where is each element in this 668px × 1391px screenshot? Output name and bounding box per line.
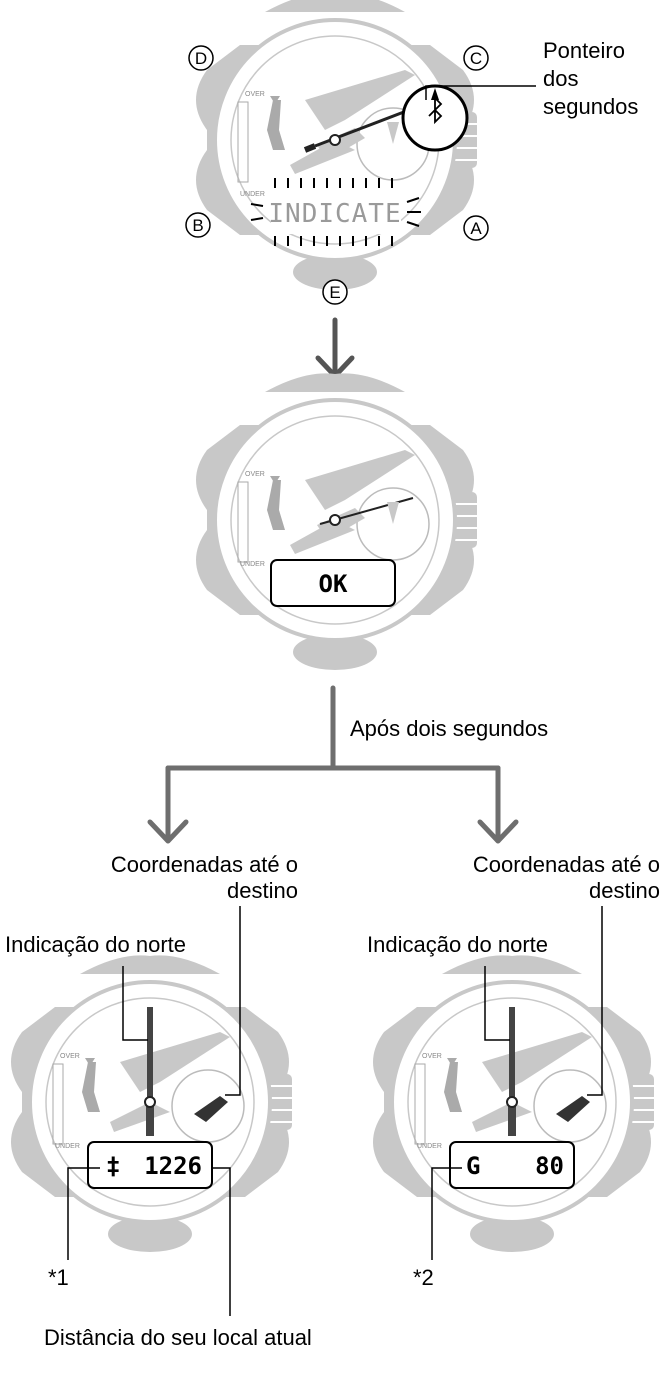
- dial-under: UNDER: [240, 191, 265, 198]
- north-leader-left: [122, 966, 148, 1041]
- coords-leader-left: [225, 906, 241, 1096]
- second-hand-leader: [425, 85, 536, 100]
- distance-leader: [212, 1167, 231, 1316]
- coords-leader-right: [587, 906, 603, 1096]
- branch-connector: [147, 685, 519, 844]
- label-distance: Distância do seu local atual: [44, 1325, 312, 1350]
- display-ok: OK: [319, 570, 348, 598]
- label-note2: *2: [413, 1265, 434, 1290]
- svg-text:E: E: [329, 283, 340, 302]
- button-a: A: [463, 215, 489, 241]
- dial-over-4: OVER: [422, 1053, 442, 1060]
- note1-leader: [67, 1167, 100, 1260]
- dial-under-2: UNDER: [240, 561, 265, 568]
- north-leader-right: [484, 966, 510, 1041]
- watch-3: ‡ 1226 OVER UNDER: [9, 953, 294, 1254]
- display-icon-left: ‡: [106, 1152, 120, 1180]
- display-icon-g: G: [466, 1152, 480, 1180]
- display-distance-2: 80: [535, 1152, 564, 1180]
- label-second-hand-2: dos: [543, 66, 578, 91]
- label-second-hand-1: Ponteiro: [543, 38, 625, 63]
- label-north-left: Indicação do norte: [5, 932, 186, 957]
- svg-text:B: B: [192, 216, 203, 235]
- note2-leader: [431, 1167, 462, 1260]
- label-note1: *1: [48, 1265, 69, 1290]
- dial-over-3: OVER: [60, 1053, 80, 1060]
- label-coords-left-2: destino: [227, 878, 298, 903]
- watch-1: INDICATE OVER UNDER: [194, 0, 479, 292]
- dial-under-3: UNDER: [55, 1143, 80, 1150]
- svg-text:D: D: [195, 49, 207, 68]
- display-distance: 1226: [144, 1152, 202, 1180]
- display-indicate: INDICATE: [268, 199, 401, 229]
- label-coords-right-1: Coordenadas até o: [473, 852, 660, 877]
- label-coords-right-2: destino: [589, 878, 660, 903]
- watch-2: OK OVER UNDER: [194, 371, 479, 672]
- label-after-two-seconds: Após dois segundos: [350, 716, 548, 741]
- svg-text:C: C: [470, 49, 482, 68]
- button-e: E: [322, 279, 348, 305]
- arrow-down-1: [315, 317, 355, 379]
- button-b: B: [185, 212, 211, 238]
- svg-text:A: A: [470, 219, 482, 238]
- button-c: C: [463, 45, 489, 71]
- label-second-hand-3: segundos: [543, 94, 638, 119]
- button-d: D: [188, 45, 214, 71]
- blink-marks: [250, 178, 421, 246]
- label-north-right: Indicação do norte: [367, 932, 548, 957]
- dial-over: OVER: [245, 91, 265, 98]
- label-coords-left-1: Coordenadas até o: [111, 852, 298, 877]
- dial-under-4: UNDER: [417, 1143, 442, 1150]
- watch-4: G 80 OVER UNDER: [371, 953, 656, 1254]
- dial-over-2: OVER: [245, 471, 265, 478]
